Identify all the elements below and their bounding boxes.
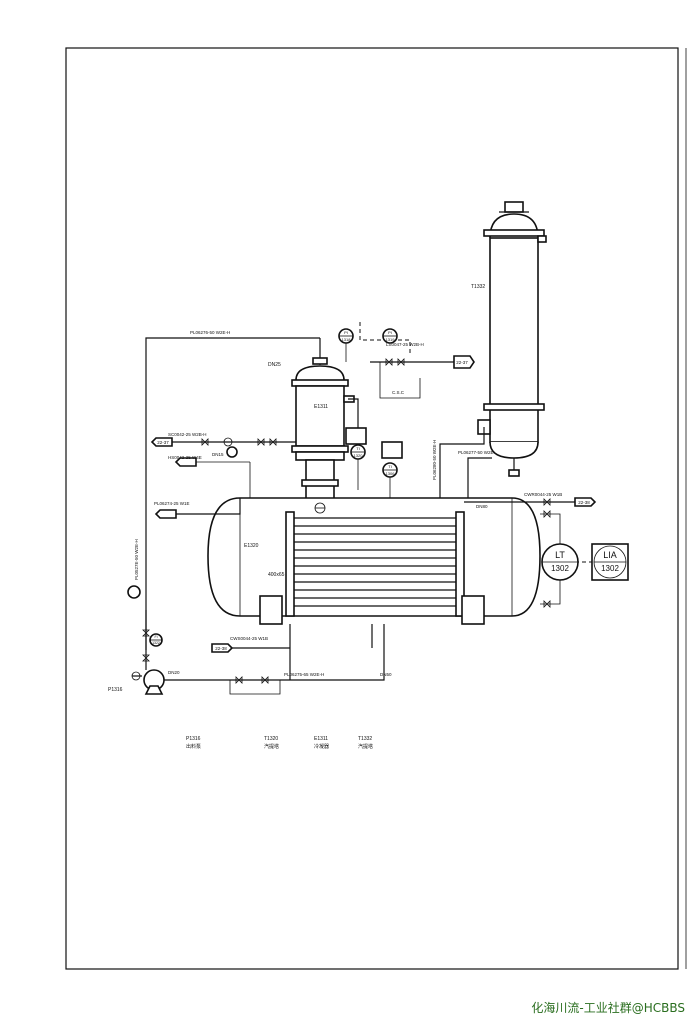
lia-number: 1302 [601, 564, 619, 573]
label-dn25: DN25 [268, 362, 281, 368]
line-label-1: PL06276-50 W2E-H [190, 330, 230, 335]
pump-p1316 [131, 669, 165, 695]
instrument-pi-1 [338, 328, 354, 362]
instrument-fi [149, 633, 163, 647]
ti1-number: 1320 [354, 453, 364, 458]
pi2-number: 1319 [386, 337, 396, 342]
instrument-ti-2 [382, 462, 398, 498]
legend-desc-1: 出料泵 [186, 743, 201, 750]
legend-desc-4: 汽提塔 [358, 743, 373, 750]
horizontal-vessel [207, 497, 541, 625]
tag-t1332: T1332 [471, 284, 485, 290]
label-csc: C.S.C [392, 390, 405, 395]
label-dn15: DN15 [212, 452, 224, 457]
label-dn80: DN80 [476, 504, 488, 509]
tall-column [477, 201, 547, 477]
local-gauge-2 [226, 446, 238, 458]
line-label-11: PL06280-50 W2E-H [432, 440, 437, 480]
line-label-6: PL06277-50 W2E [458, 450, 494, 455]
label-dn20: DN20 [168, 670, 180, 675]
offpage-connectors [150, 355, 597, 653]
watermark: 化海川流-工业社群@HCBBS [531, 1001, 685, 1015]
lia-label: LIA [603, 550, 617, 560]
line-label-5: LS0047-25 W2B-H [386, 342, 424, 347]
tag-e1311: E1311 [314, 404, 328, 410]
tag-e1320: E1320 [244, 543, 259, 549]
label-dn50: DN50 [380, 672, 392, 677]
offpage-1: 22-37 [456, 360, 468, 365]
instrument-ti-1 [350, 444, 366, 490]
offpage-2: 22-37 [157, 440, 169, 445]
legend-tag-1: P1316 [186, 736, 201, 742]
ti2-number: 1306 [386, 471, 396, 476]
legend-tag-3: E1311 [314, 736, 328, 742]
line-label-10: PL0527E-50 W2E-H [134, 539, 139, 580]
legend-tag-4: T1332 [358, 736, 372, 742]
line-label-8: CWS0044-25 W1B [230, 636, 268, 641]
line-label-2: SC0042-25 W2B-H [168, 432, 207, 437]
instrument-lia [591, 543, 629, 581]
instrument-lt [541, 543, 579, 581]
local-panel-1 [381, 441, 403, 459]
pi1-number: 1318 [342, 337, 352, 342]
ti1-label: TI [356, 446, 360, 451]
lt-number: 1302 [551, 564, 569, 573]
offpage-3: 22-38 [578, 500, 590, 505]
pi1-label: PI [344, 330, 348, 335]
fi-label: FI [154, 635, 157, 639]
line-label-4: PL06274-25 W1E [154, 501, 190, 506]
ti2-label: TI [388, 464, 392, 469]
drawing-frame [65, 47, 679, 970]
small-column [291, 338, 355, 501]
offpage-4: 22-38 [215, 646, 227, 651]
label-n400: 400x65 [268, 572, 285, 578]
legend-desc-2: 汽提塔 [264, 743, 279, 750]
instrument-pi-2 [382, 328, 398, 344]
fi-number: 1322 [152, 641, 160, 645]
tube-bundle [294, 517, 456, 607]
equipment-legend: P1316 出料泵 T1320 汽提塔 E1311 冷凝器 T1332 汽提塔 [186, 736, 373, 750]
pi2-label: PI [388, 330, 392, 335]
local-gauge-1 [127, 585, 141, 599]
line-label-3: HS0042-25 W4E [168, 455, 202, 460]
valves [142, 358, 551, 684]
legend-desc-3: 冷凝器 [314, 743, 329, 750]
lt-label: LT [555, 550, 565, 560]
line-label-9: PL06275-65 W2E-H [284, 672, 324, 677]
local-panel-2 [345, 427, 367, 445]
legend-tag-2: T1320 [264, 736, 278, 742]
line-label-7: CWR0044-25 W1B [524, 492, 562, 497]
tag-p1316: P1316 [108, 687, 123, 693]
